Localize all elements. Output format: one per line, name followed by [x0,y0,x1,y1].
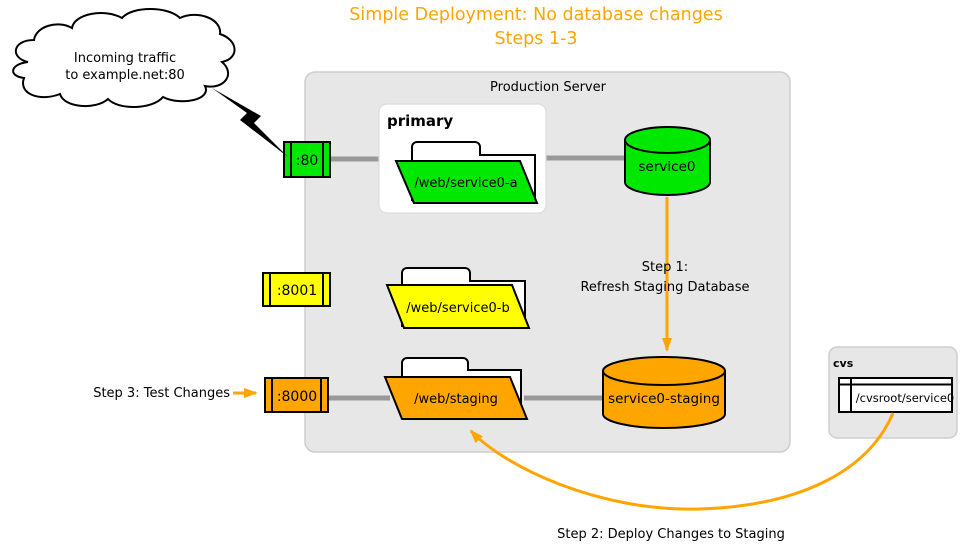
folder-staging: /web/staging [383,357,529,420]
database-service0-staging: service0-staging [602,356,726,429]
diagram-title-line2: Steps 1-3 [494,29,577,49]
step2-label: Step 2: Deploy Changes to Staging [557,527,785,542]
port-8000-label: :8000 [277,389,317,405]
port-80-label: :80 [296,153,319,169]
step3-label: Step 3: Test Changes [93,386,230,401]
folder-service0-b: /web/service0-b [385,267,531,329]
step2-arrow [469,412,895,511]
cvs-box-label: cvs [833,357,854,370]
folder-service0-b-label: /web/service0-b [406,301,509,316]
production-server-label: Production Server [490,80,607,95]
primary-group-label: primary [387,112,453,130]
database-service0: service0 [624,126,711,196]
cloud-text-line1: Incoming traffic [74,51,176,66]
step1-label-line1: Step 1: [642,260,688,275]
database-service0-staging-label: service0-staging [608,391,720,407]
port-8000: :8000 [264,377,329,413]
cvs-box: cvs /cvsroot/service0 [828,346,958,439]
lightning-bolt-icon [212,88,288,157]
diagram-title-line1: Simple Deployment: No database changes [349,5,722,25]
database-service0-label: service0 [639,159,696,175]
step1-label-line2: Refresh Staging Database [580,280,749,295]
port-8001: :8001 [262,272,331,307]
folder-service0-a-label: /web/service0-a [414,176,517,191]
cloud-text-line2: to example.net:80 [65,68,185,83]
port-8001-label: :8001 [277,283,317,299]
folder-service0-a: /web/service0-a [394,141,539,204]
cvs-module-icon [838,377,953,413]
port-80: :80 [283,141,331,178]
cvs-module-label: /cvsroot/service0 [856,391,954,405]
incoming-traffic-cloud: Incoming traffic to example.net:80 [12,8,236,108]
folder-staging-label: /web/staging [414,392,498,407]
